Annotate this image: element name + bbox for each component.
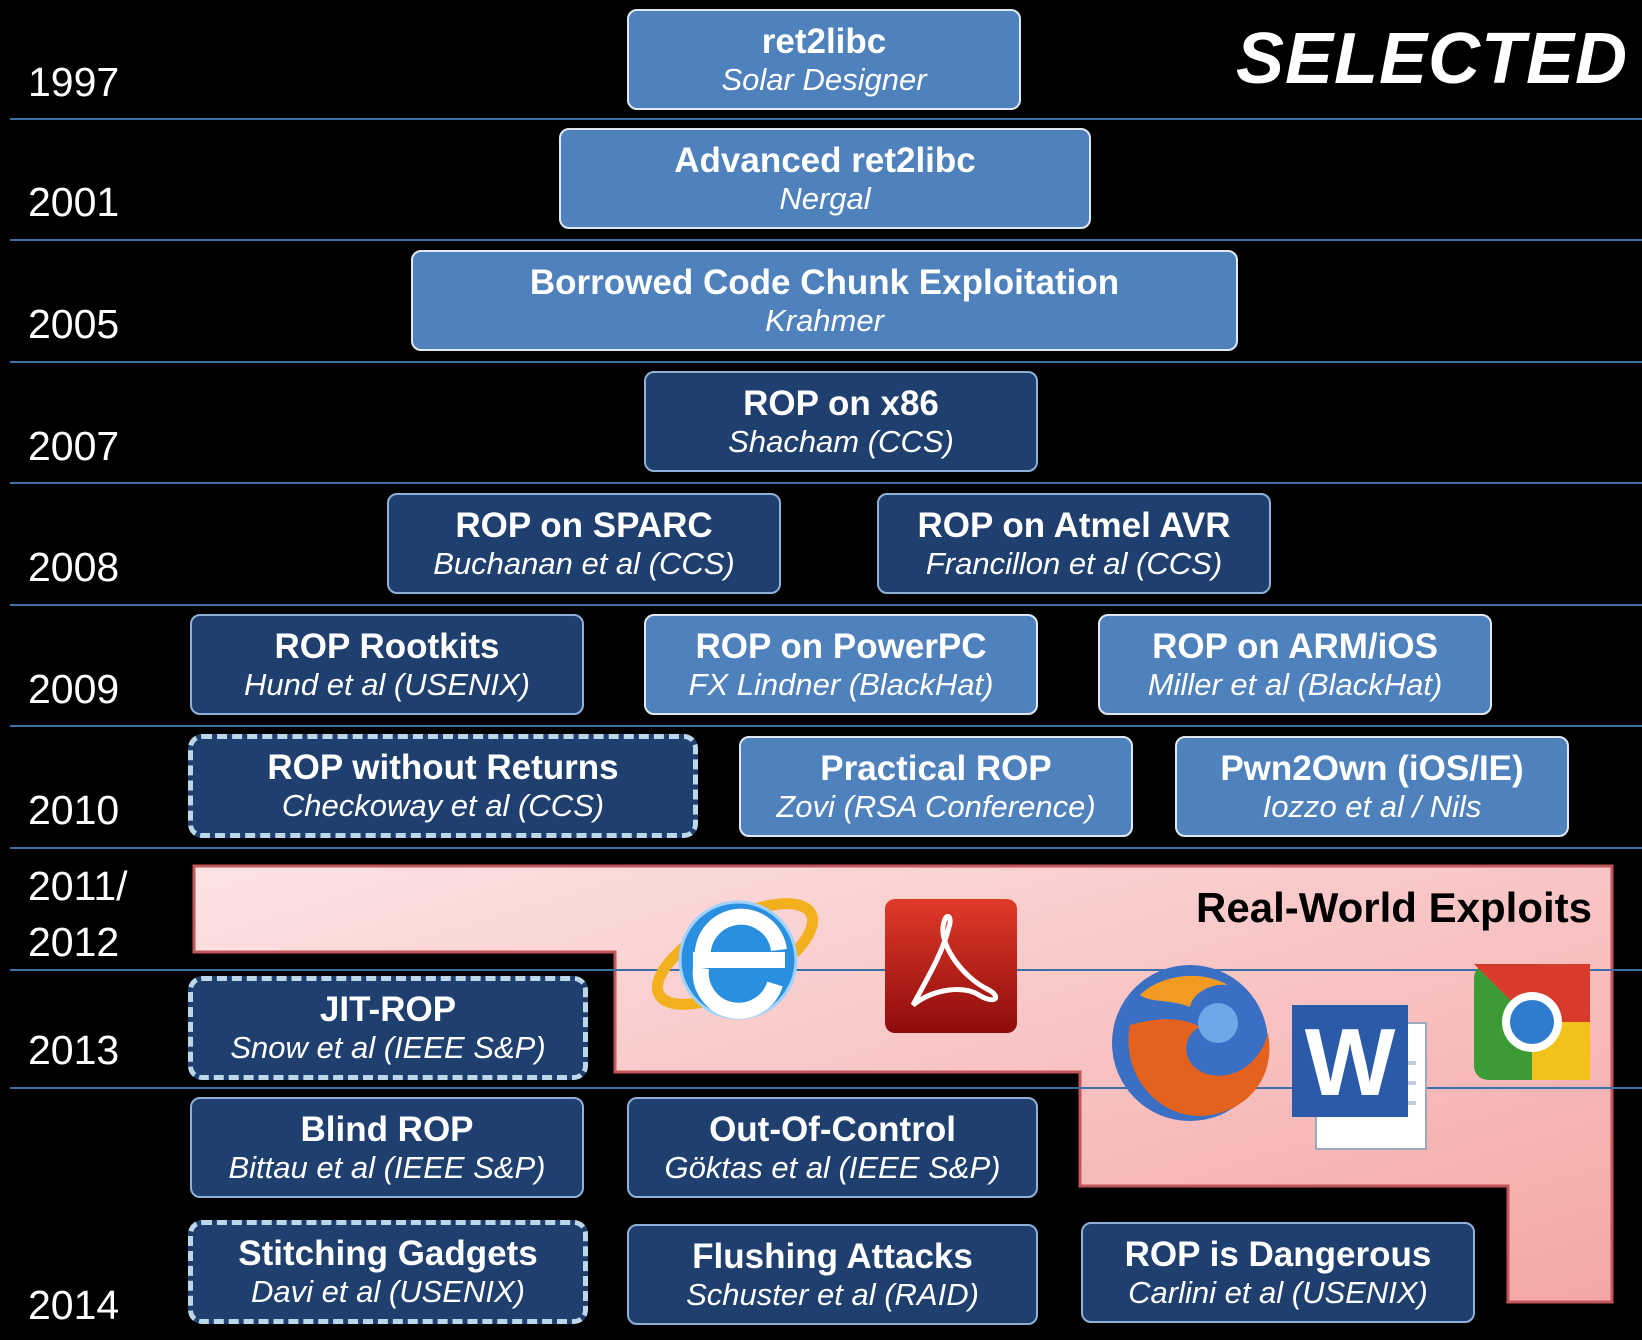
box-rop-x86: ROP on x86 Shacham (CCS) <box>644 371 1038 472</box>
box-title: ROP on SPARC <box>455 505 713 545</box>
box-advanced-ret2libc: Advanced ret2libc Nergal <box>559 128 1091 229</box>
year-label: 2012 <box>28 919 120 965</box>
box-rop-sparc: ROP on SPARC Buchanan et al (CCS) <box>387 493 781 594</box>
box-title: ROP on ARM/iOS <box>1152 626 1438 666</box>
box-author: Carlini et al (USENIX) <box>1128 1274 1428 1310</box>
year-label: 2010 <box>28 787 120 833</box>
box-author: Miller et al (BlackHat) <box>1147 666 1443 702</box>
word-icon: W <box>1292 1005 1427 1150</box>
year-label: 2014 <box>28 1282 120 1328</box>
box-out-of-control: Out-Of-Control Göktas et al (IEEE S&P) <box>627 1097 1038 1198</box>
year-label: 2008 <box>28 544 120 590</box>
box-rop-arm-ios: ROP on ARM/iOS Miller et al (BlackHat) <box>1098 614 1492 715</box>
box-title: Advanced ret2libc <box>674 140 976 180</box>
box-stitching-gadgets: Stitching Gadgets Davi et al (USENIX) <box>188 1220 588 1324</box>
box-rop-powerpc: ROP on PowerPC FX Lindner (BlackHat) <box>644 614 1038 715</box>
box-author: Buchanan et al (CCS) <box>433 545 735 581</box>
box-rop-atmel-avr: ROP on Atmel AVR Francillon et al (CCS) <box>877 493 1271 594</box>
row-divider <box>10 725 1642 727</box>
box-title: ROP on PowerPC <box>695 626 987 666</box>
row-divider <box>10 482 1642 484</box>
box-rop-rootkits: ROP Rootkits Hund et al (USENIX) <box>190 614 584 715</box>
firefox-icon <box>1112 965 1270 1121</box>
box-title: Flushing Attacks <box>692 1236 973 1276</box>
box-title: ROP is Dangerous <box>1124 1234 1432 1274</box>
year-label: 1997 <box>28 59 120 105</box>
box-author: Francillon et al (CCS) <box>925 545 1223 581</box>
box-ret2libc: ret2libc Solar Designer <box>627 9 1021 110</box>
selected-label: SELECTED <box>1235 19 1628 99</box>
box-title: Out-Of-Control <box>709 1109 956 1149</box>
year-label: 2009 <box>28 666 120 712</box>
box-blind-rop: Blind ROP Bittau et al (IEEE S&P) <box>190 1097 584 1198</box>
box-author: Snow et al (IEEE S&P) <box>230 1030 546 1066</box>
box-title: ROP without Returns <box>267 748 619 788</box>
row-divider <box>10 239 1642 241</box>
box-title: Pwn2Own (iOS/IE) <box>1220 748 1524 788</box>
box-author: Checkoway et al (CCS) <box>281 788 605 824</box>
row-divider <box>10 361 1642 363</box>
box-title: ROP Rootkits <box>274 626 500 666</box>
box-title: ret2libc <box>761 21 887 61</box>
box-title: ROP on x86 <box>743 383 939 423</box>
year-label: 2005 <box>28 301 120 347</box>
svg-text:W: W <box>1305 1009 1396 1116</box>
box-borrowed-code-chunk: Borrowed Code Chunk Exploitation Krahmer <box>411 250 1238 351</box>
box-author: FX Lindner (BlackHat) <box>688 666 994 702</box>
box-author: Bittau et al (IEEE S&P) <box>228 1149 546 1185</box>
box-title: Borrowed Code Chunk Exploitation <box>529 262 1120 302</box>
box-title: ROP on Atmel AVR <box>917 505 1231 545</box>
box-title: JIT-ROP <box>319 990 457 1030</box>
box-jit-rop: JIT-ROP Snow et al (IEEE S&P) <box>188 976 588 1080</box>
box-author: Nergal <box>779 180 871 216</box>
box-author: Davi et al (USENIX) <box>251 1274 525 1310</box>
box-title: Practical ROP <box>820 748 1052 788</box>
box-author: Zovi (RSA Conference) <box>776 788 1096 824</box>
row-divider <box>10 847 1642 849</box>
box-flushing-attacks: Flushing Attacks Schuster et al (RAID) <box>627 1224 1038 1325</box>
box-title: Stitching Gadgets <box>238 1234 538 1274</box>
box-author: Krahmer <box>765 302 884 338</box>
row-divider <box>10 969 1642 971</box>
box-rop-without-returns: ROP without Returns Checkoway et al (CCS… <box>188 734 698 838</box>
year-label: 2007 <box>28 423 120 469</box>
box-author: Göktas et al (IEEE S&P) <box>664 1149 1001 1185</box>
year-label: 2013 <box>28 1027 120 1073</box>
year-label: 2011/ <box>28 863 128 909</box>
box-author: Iozzo et al / Nils <box>1262 788 1482 824</box>
box-author: Shacham (CCS) <box>728 423 954 459</box>
box-author: Solar Designer <box>721 61 927 97</box>
box-title: Blind ROP <box>300 1109 474 1149</box>
box-practical-rop: Practical ROP Zovi (RSA Conference) <box>739 736 1133 837</box>
internet-explorer-icon <box>651 898 819 1020</box>
box-author: Schuster et al (RAID) <box>686 1276 979 1312</box>
real-world-exploits-label: Real-World Exploits <box>1196 884 1592 931</box>
year-label: 2001 <box>28 179 120 225</box>
box-author: Hund et al (USENIX) <box>244 666 530 702</box>
box-rop-is-dangerous: ROP is Dangerous Carlini et al (USENIX) <box>1081 1222 1475 1323</box>
box-pwn2own: Pwn2Own (iOS/IE) Iozzo et al / Nils <box>1175 736 1569 837</box>
row-divider <box>10 604 1642 606</box>
adobe-reader-icon <box>885 899 1017 1033</box>
chrome-icon <box>1474 964 1590 1080</box>
row-divider <box>10 1087 1642 1089</box>
row-divider <box>10 118 1642 120</box>
